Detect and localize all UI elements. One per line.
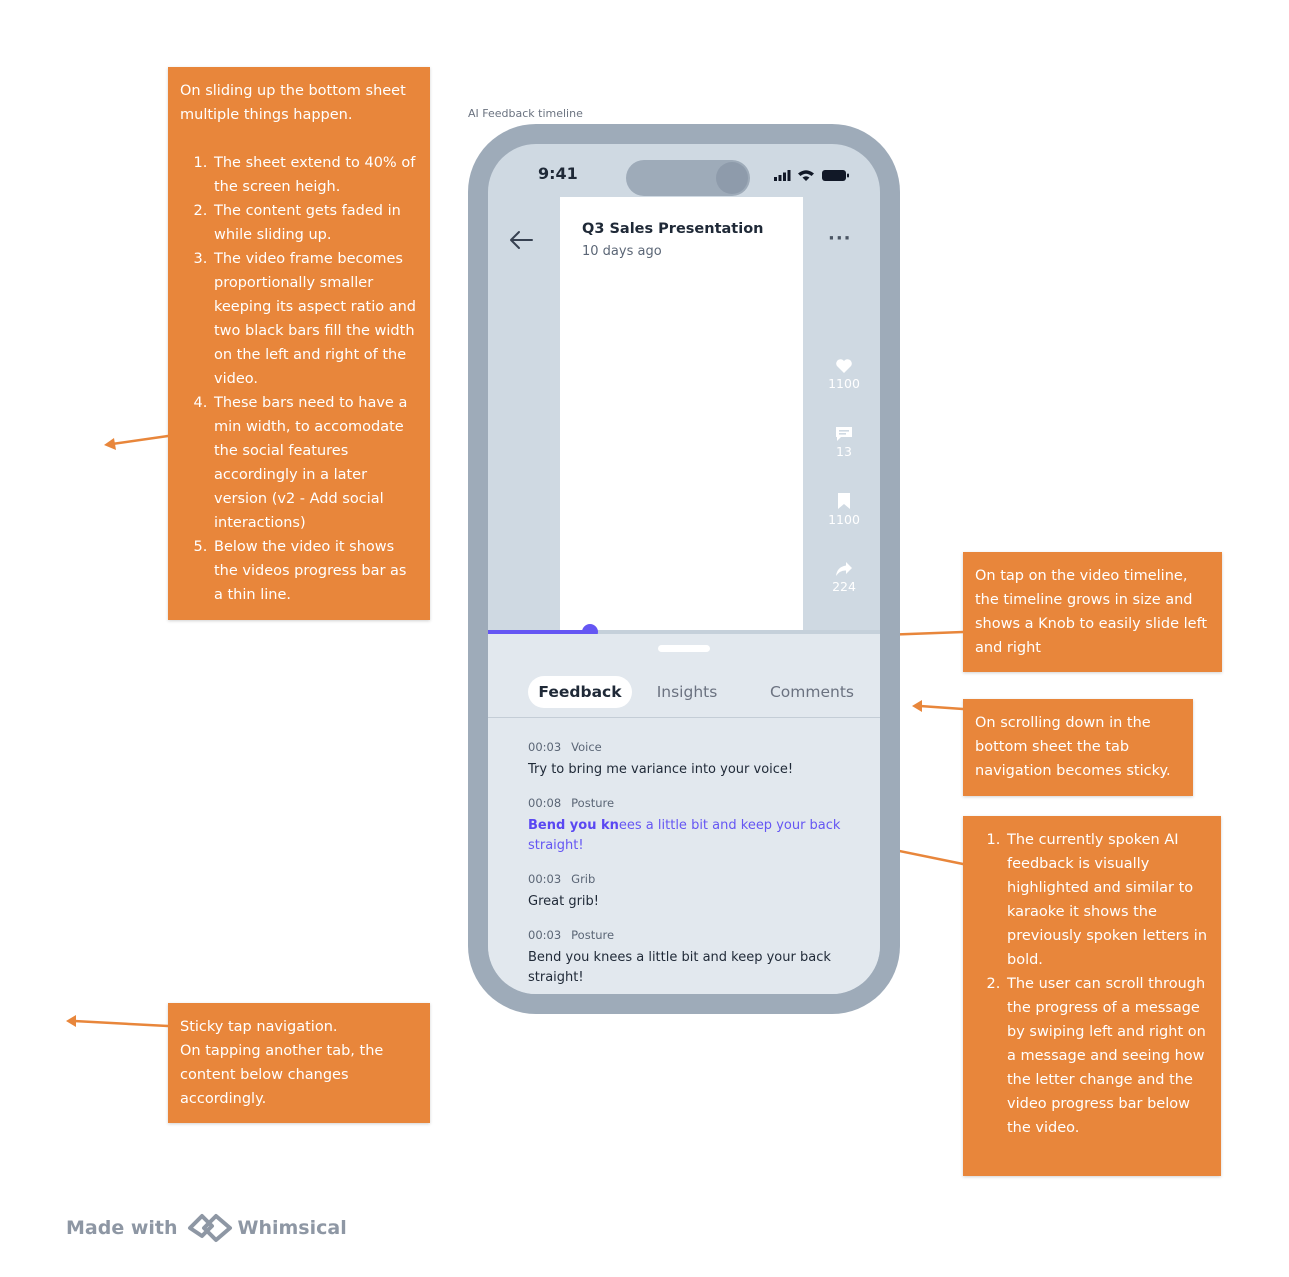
arrowhead [912, 700, 922, 712]
tab-insights[interactable]: Insights [656, 683, 718, 701]
feedback-time: 00:03 [528, 928, 562, 942]
note-karaoke: The currently spoken AI feedback is visu… [963, 816, 1221, 1176]
note-slide-up-item: These bars need to have a min width, to … [212, 391, 418, 535]
share-count: 224 [832, 579, 856, 594]
comment-button[interactable]: 13 [814, 426, 874, 459]
feedback-category: Posture [571, 928, 615, 942]
like-count: 1100 [828, 376, 860, 391]
note-tab-nav-line: On tapping another tab, the content belo… [180, 1043, 384, 1107]
arrowhead [104, 438, 116, 450]
sheet-handle[interactable] [658, 645, 710, 652]
video-title: Q3 Sales Presentation [582, 221, 764, 237]
progress-fill [488, 630, 590, 634]
status-icons [774, 170, 849, 181]
tab-comments[interactable]: Comments [769, 683, 855, 701]
brand-label: Whimsical [237, 1217, 347, 1239]
unspoken-text: ees a little bit and keep your back stra… [528, 818, 841, 853]
back-arrow-icon[interactable] [508, 230, 534, 250]
spoken-text: Bend you kn [528, 818, 619, 833]
bottom-sheet[interactable]: Feedback Insights Comments 00:03 Voice Tr… [488, 634, 880, 994]
note-timeline-text: On tap on the video timeline, the timeli… [975, 568, 1208, 656]
share-icon [836, 562, 852, 576]
tab-divider [488, 717, 880, 718]
frame-label: AI Feedback timeline [468, 107, 583, 120]
note-karaoke-item: The currently spoken AI feedback is visu… [1005, 828, 1211, 972]
bookmark-count: 1100 [828, 512, 860, 527]
note-sticky: On scrolling down in the bottom sheet th… [963, 699, 1193, 796]
comment-icon [836, 427, 852, 441]
whimsical-logo-icon [187, 1214, 232, 1242]
note-slide-up-item: The sheet extend to 40% of the screen he… [212, 151, 418, 199]
note-sticky-text: On scrolling down in the bottom sheet th… [975, 715, 1171, 779]
feedback-time: 00:03 [528, 740, 562, 754]
arrowhead [66, 1015, 76, 1027]
feedback-text: Try to bring me variance into your voice… [528, 762, 794, 777]
arrow-slide-up [110, 434, 170, 446]
note-slide-up-item: The video frame becomes proportionally s… [212, 247, 418, 391]
note-timeline: On tap on the video timeline, the timeli… [963, 552, 1222, 672]
bookmark-button[interactable]: 1100 [814, 492, 874, 527]
like-button[interactable]: 1100 [814, 358, 874, 391]
feedback-text: Great grib! [528, 894, 599, 909]
progress-track[interactable] [488, 630, 880, 634]
share-button[interactable]: 224 [814, 561, 874, 594]
more-icon[interactable]: ··· [828, 228, 852, 249]
made-with-label: Made with [66, 1217, 178, 1239]
note-slide-up-list: The sheet extend to 40% of the screen he… [180, 151, 418, 607]
feedback-item[interactable]: 00:03 Posture Bend you knees a little bit… [528, 928, 848, 988]
bookmark-icon [838, 493, 850, 509]
note-tab-nav: Sticky tap navigation. On tapping anothe… [168, 1003, 430, 1123]
arrow-sticky [918, 704, 965, 711]
heart-icon [836, 359, 852, 373]
note-slide-up-intro: On sliding up the bottom sheet multiple … [180, 83, 406, 123]
camera-dot [716, 162, 748, 194]
status-time: 9:41 [538, 164, 578, 183]
feedback-time: 00:03 [528, 872, 562, 886]
comment-count: 13 [836, 444, 852, 459]
note-slide-up: On sliding up the bottom sheet multiple … [168, 67, 430, 620]
note-slide-up-item: The content gets faded in while sliding … [212, 199, 418, 247]
note-karaoke-item: The user can scroll through the progress… [1005, 972, 1211, 1140]
arrow-tab-nav [72, 1019, 170, 1028]
video-date: 10 days ago [582, 244, 662, 259]
feedback-item[interactable]: 00:03 Grib Great grib! [528, 872, 848, 912]
feedback-text: Bend you knees a little bit and keep you… [528, 950, 831, 985]
feedback-item[interactable]: 00:03 Voice Try to bring me variance into… [528, 740, 848, 780]
feedback-time: 00:08 [528, 796, 562, 810]
feedback-category: Grib [571, 872, 596, 886]
whimsical-logo[interactable]: Made with Whimsical [66, 1212, 347, 1244]
phone-screen: Q3 Sales Presentation 10 days ago 9:41 ·… [488, 144, 880, 994]
feedback-category: Posture [571, 796, 615, 810]
note-karaoke-list: The currently spoken AI feedback is visu… [973, 828, 1211, 1140]
feedback-item-active[interactable]: 00:08 Posture Bend you knees a little bit… [528, 796, 848, 856]
tab-feedback[interactable]: Feedback [528, 676, 632, 708]
note-slide-up-item: Below the video it shows the videos prog… [212, 535, 418, 607]
feedback-text-highlighted: Bend you knees a little bit and keep you… [528, 816, 848, 856]
feedback-category: Voice [571, 740, 602, 754]
note-tab-nav-line: Sticky tap navigation. [180, 1019, 338, 1035]
wifi-icon [798, 170, 814, 181]
video-frame[interactable]: Q3 Sales Presentation 10 days ago [560, 197, 803, 632]
signal-icon [774, 170, 791, 181]
battery-icon [822, 170, 846, 181]
